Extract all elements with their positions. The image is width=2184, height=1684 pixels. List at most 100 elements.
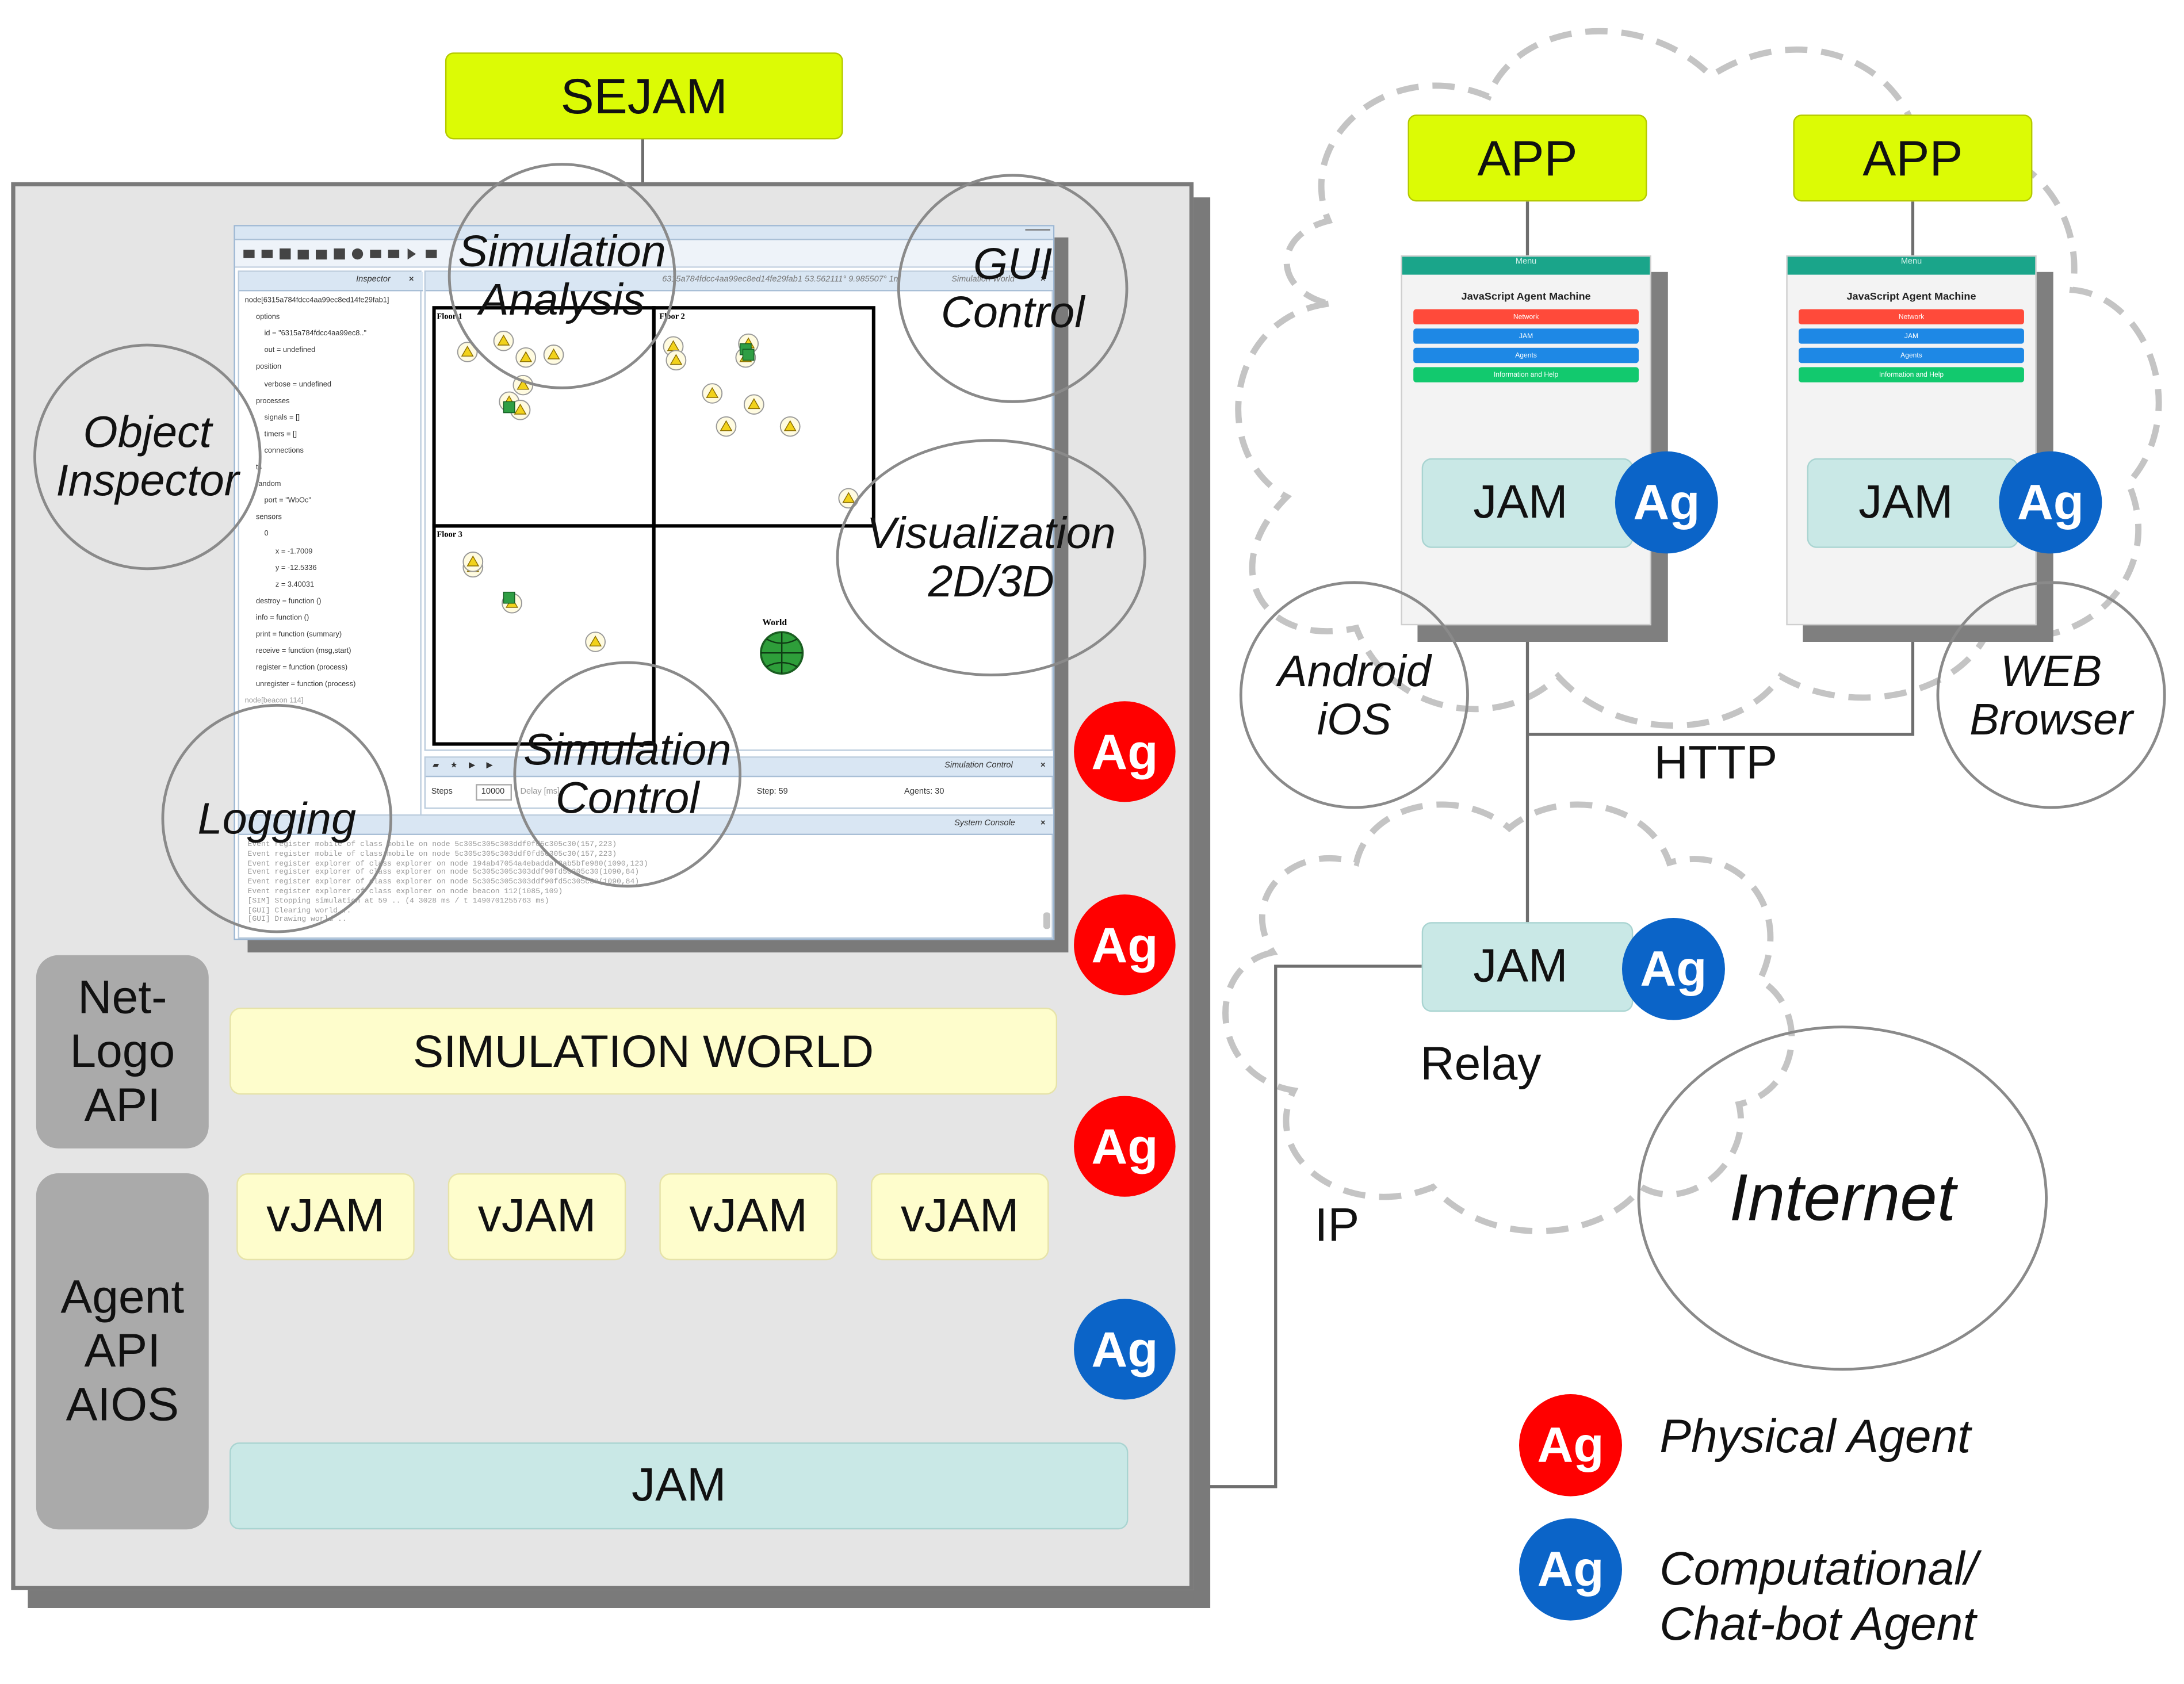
jam-base-label: JAM (631, 1459, 726, 1511)
phone-network-button[interactable]: Network (1413, 309, 1639, 324)
inspector-tree-item[interactable]: out = undefined (264, 347, 316, 355)
legend-computational-agent-icon: Ag (1519, 1518, 1622, 1621)
legend-physical-agent-label: Physical Agent (1659, 1410, 1971, 1463)
agent-node-icon (779, 416, 801, 437)
close-icon[interactable]: × (1041, 820, 1046, 828)
simulation-analysis-bubble: Simulation Analysis (447, 163, 676, 389)
inspector-tree-item[interactable]: z = 3.40031 (275, 580, 315, 590)
legend-physical-agent-icon: Ag (1519, 1394, 1622, 1497)
phone-app-bar: Menu (1787, 257, 2036, 275)
inspector-tree-item[interactable]: node[6315a784fdcc4aa99ec8ed14fe29fab1] (244, 297, 389, 305)
simulation-analysis-label: Simulation Analysis (458, 226, 666, 324)
inspector-tree-item[interactable]: signals = [] (264, 414, 300, 422)
gui-control-label: GUI Control (940, 239, 1085, 337)
inspector-tree-item[interactable]: verbose = undefined (264, 380, 331, 389)
phone-title: JavaScript Agent Machine (1461, 290, 1591, 303)
world-label: World (762, 618, 787, 627)
android-ios-label: Android iOS (1277, 645, 1431, 744)
mobile-agent-icon (742, 349, 755, 361)
jam-base-box: JAM (230, 1442, 1129, 1530)
inspector-tree-item[interactable]: port = "WbOc" (264, 497, 311, 506)
sejam-label: SEJAM (560, 67, 728, 124)
console-scrollbar[interactable] (1043, 912, 1050, 929)
physical-agent-1: Ag (1074, 701, 1176, 802)
app-box-left: APP (1407, 114, 1647, 202)
inspector-tree-item[interactable]: 0 (264, 530, 269, 539)
inspector-tree-item[interactable]: destroy = function () (256, 597, 322, 606)
phone-menu-title: Menu (1900, 258, 1922, 267)
inspector-tree-item[interactable]: x = -1.7009 (275, 547, 313, 556)
inspector-tree-item[interactable]: info = function () (256, 614, 309, 623)
toolbar-icons[interactable] (240, 246, 449, 262)
inspector-tree-item[interactable]: position (256, 363, 282, 372)
inspector-tree-item[interactable]: print = function (summary) (256, 630, 342, 640)
netlogo-api-label: Net-Logo API (70, 971, 175, 1131)
sejam-box: SEJAM (445, 52, 843, 140)
logging-bubble: Logging (161, 704, 393, 933)
steps-label: Steps (431, 788, 453, 797)
agents-counter: Agents: 30 (904, 788, 944, 797)
floor-2-room (652, 306, 875, 528)
vjam-label: vJAM (900, 1189, 1019, 1242)
phone-jam-button[interactable]: JAM (1413, 328, 1639, 344)
inspector-tree-item[interactable]: processes (256, 397, 290, 405)
visualization-bubble: Visualization 2D/3D (836, 439, 1146, 676)
phone-help-button[interactable]: Information and Help (1413, 367, 1639, 382)
vjam-box-3: vJAM (659, 1173, 837, 1261)
phone-jam-button[interactable]: JAM (1799, 328, 2024, 344)
phone-agents-button[interactable]: Agents (1413, 347, 1639, 363)
agent-api-label: Agent API AIOS (60, 1270, 185, 1431)
vjam-label: vJAM (689, 1189, 808, 1242)
computational-agent-phone-left: Ag (1615, 451, 1718, 554)
relay-label: Relay (1420, 1038, 1542, 1091)
app-label: APP (1477, 129, 1578, 186)
simulation-control-label: Simulation Control (523, 725, 732, 823)
logging-label: Logging (197, 793, 356, 843)
inspector-tree-item[interactable]: unregister = function (process) (256, 680, 356, 690)
legend-computational-agent-label: Computational/ Chat-bot Agent (1659, 1543, 1978, 1651)
mobile-agent-icon (503, 591, 515, 604)
inspector-tree-item[interactable]: id = "6315a784fdcc4aa99ec8.." (264, 330, 367, 339)
inspector-tree-item[interactable]: register = function (process) (256, 664, 348, 673)
agent-node-icon (838, 488, 859, 509)
inspector-tree-item[interactable]: timers = [] (264, 430, 297, 439)
phone-screen-left: Menu JavaScript Agent Machine Network JA… (1401, 255, 1651, 626)
app-label: APP (1862, 129, 1963, 186)
android-ios-bubble: Android iOS (1239, 581, 1469, 809)
phone-help-button[interactable]: Information and Help (1799, 367, 2024, 382)
computational-agent-relay: Ag (1621, 918, 1725, 1020)
inspector-tree-item[interactable]: random (256, 480, 281, 489)
object-inspector-label: Object Inspector (56, 407, 239, 506)
inspector-tree-item[interactable]: connections (264, 447, 304, 456)
close-icon[interactable]: × (1041, 761, 1046, 771)
computational-agent-phone-right: Ag (1999, 451, 2102, 554)
jam-phone-right-label: JAM (1858, 476, 1953, 529)
agent-node-icon (702, 383, 723, 404)
steps-input[interactable]: 10000 (476, 784, 512, 801)
control-buttons[interactable]: ▰★▶▶ (433, 761, 504, 771)
phone-menu-title: Menu (1515, 258, 1537, 267)
console-line: [GUI] Drawing world .. (247, 916, 347, 924)
inspector-tree-item[interactable]: sensors (256, 514, 282, 522)
inspector-tree-item[interactable]: y = -12.5336 (275, 564, 317, 573)
ip-label: IP (1314, 1199, 1360, 1252)
internet-label: Internet (1729, 1161, 1956, 1235)
agent-node-icon (462, 552, 484, 572)
close-icon[interactable]: × (409, 276, 414, 285)
console-title: System Console (954, 820, 1015, 828)
phone-network-button[interactable]: Network (1799, 309, 2024, 324)
phone-title: JavaScript Agent Machine (1846, 290, 1976, 303)
jam-phone-left: JAM (1421, 458, 1634, 548)
vjam-box-4: vJAM (870, 1173, 1049, 1261)
inspector-tree-item[interactable]: options (256, 313, 280, 322)
inspector-tree-item[interactable]: receive = function (msg,start) (256, 647, 351, 656)
inspector-tree: node[6315a784fdcc4aa99ec8ed14fe29fab1] op… (245, 297, 419, 849)
phone-agents-button[interactable]: Agents (1799, 347, 2024, 363)
jam-relay-box: JAM (1421, 922, 1634, 1012)
agent-node-icon (743, 394, 764, 415)
world-globe-icon (760, 631, 804, 675)
inspector-title: Inspector (356, 276, 391, 285)
simulation-world-box: SIMULATION WORLD (230, 1008, 1058, 1095)
inspector-tree-item[interactable]: node[beacon 114] (244, 697, 304, 706)
agent-node-icon (585, 632, 606, 652)
